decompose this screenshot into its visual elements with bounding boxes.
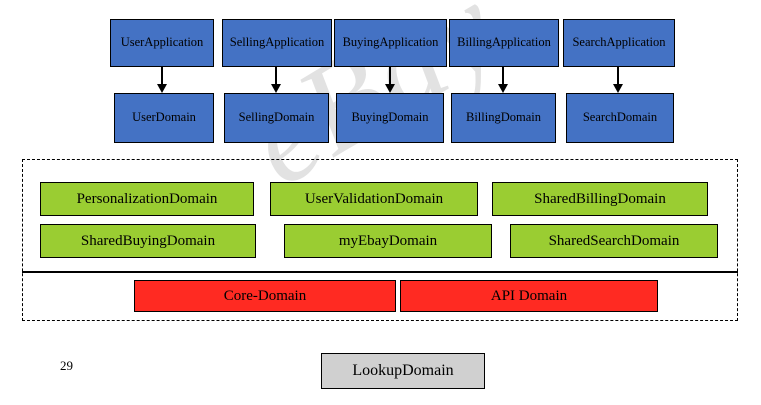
arrow-down-icon — [156, 67, 168, 93]
page-number: 29 — [60, 358, 73, 373]
shared-domains-container — [22, 159, 738, 321]
shared-core-divider — [22, 271, 738, 273]
domain-node: BuyingDomain — [336, 93, 444, 143]
application-node: BuyingApplication — [334, 19, 447, 67]
shared-domain-node: SharedSearchDomain — [510, 224, 718, 258]
lookup-domain-node: LookupDomain — [321, 353, 485, 389]
core-domain-node: API Domain — [400, 280, 658, 312]
application-node: SellingApplication — [222, 19, 332, 67]
application-node: SearchApplication — [563, 19, 675, 67]
domain-node: BillingDomain — [451, 93, 556, 143]
shared-domain-node: PersonalizationDomain — [40, 182, 254, 216]
domain-node: UserDomain — [114, 93, 214, 143]
domain-node: SellingDomain — [224, 93, 329, 143]
domain-node: SearchDomain — [566, 93, 674, 143]
core-domain-node: Core-Domain — [134, 280, 396, 312]
arrow-down-icon — [384, 67, 396, 93]
arrow-down-icon — [270, 67, 282, 93]
arrow-down-icon — [497, 67, 509, 93]
shared-domain-node: myEbayDomain — [284, 224, 492, 258]
shared-domain-node: SharedBuyingDomain — [40, 224, 256, 258]
application-node: BillingApplication — [449, 19, 559, 67]
shared-domain-node: SharedBillingDomain — [492, 182, 708, 216]
application-node: UserApplication — [110, 19, 214, 67]
arrow-down-icon — [612, 67, 624, 93]
shared-domain-node: UserValidationDomain — [270, 182, 478, 216]
